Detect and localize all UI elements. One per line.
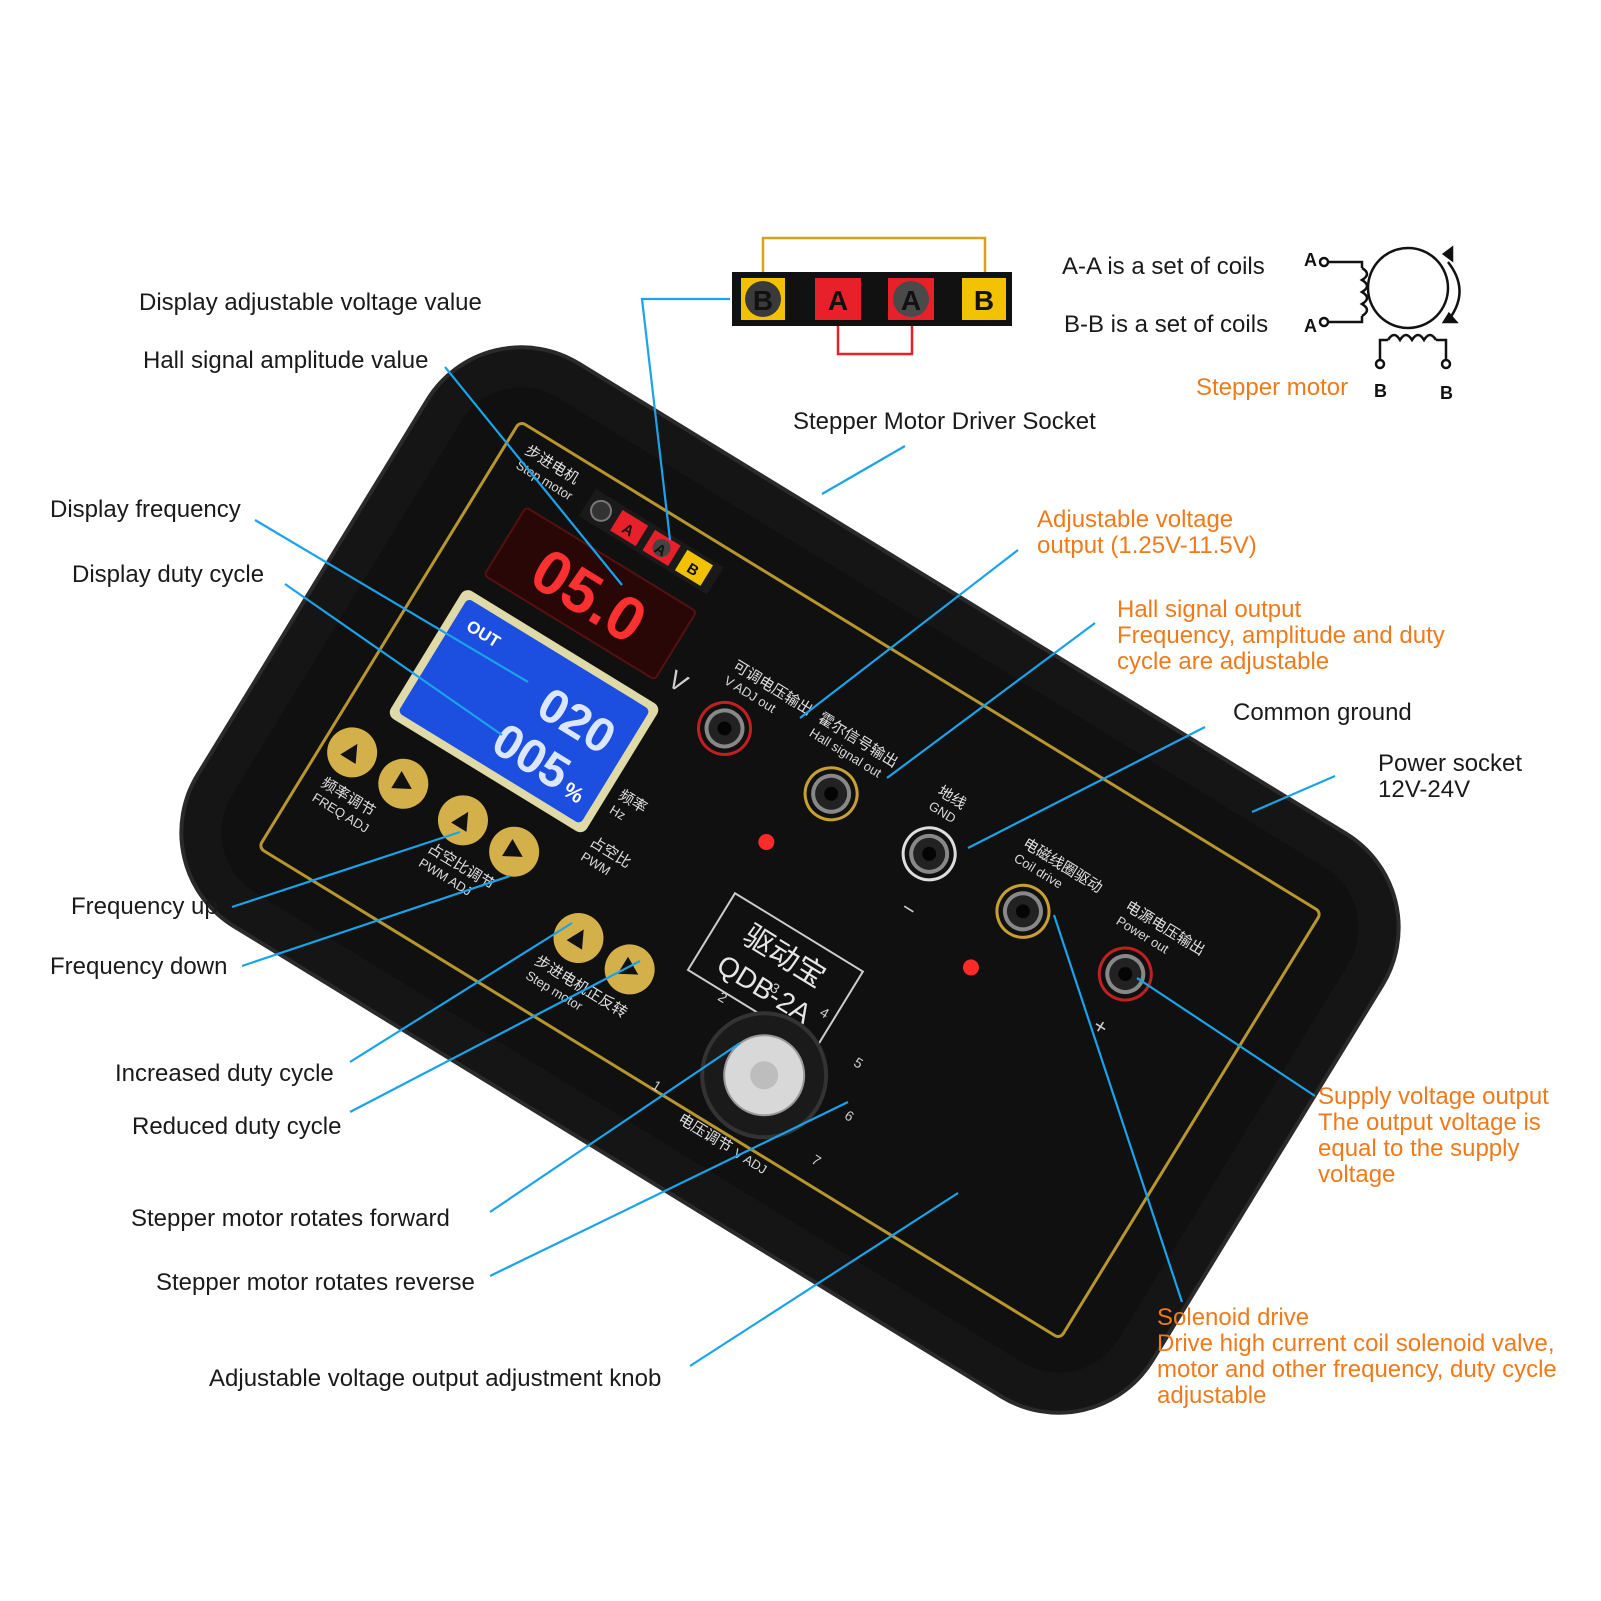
coil-info-aa: A-A is a set of coils xyxy=(1062,253,1265,280)
label-display-duty: Display duty cycle xyxy=(72,561,264,588)
gold-frame xyxy=(259,422,1321,1338)
stepper-motor-caption: Stepper motor xyxy=(1196,374,1348,401)
label-power-socket-1: Power socket xyxy=(1378,750,1522,777)
vadj-socket[interactable] xyxy=(689,693,761,765)
device-terminal-strip: A A B xyxy=(579,488,724,595)
motor-label-a-bottom: A xyxy=(1304,316,1317,336)
duty-up-button[interactable] xyxy=(429,786,498,855)
label-freq-up: Frequency up xyxy=(71,893,218,920)
device-terminal-b1[interactable] xyxy=(587,497,615,525)
hall-socket[interactable] xyxy=(795,758,867,830)
status-led-2 xyxy=(962,959,979,976)
label-display-voltage: Display adjustable voltage value xyxy=(139,289,482,316)
label-solenoid-4: adjustable xyxy=(1157,1382,1266,1409)
coil-socket[interactable] xyxy=(987,876,1059,948)
label-supply-3: equal to the supply xyxy=(1318,1135,1519,1162)
label-hall-amplitude: Hall signal amplitude value xyxy=(143,347,429,374)
duty-down-button[interactable] xyxy=(480,817,549,886)
strip-terminal-a2: A xyxy=(901,285,921,316)
freq-up-button[interactable] xyxy=(318,718,387,787)
label-stepper-reverse: Stepper motor rotates reverse xyxy=(156,1269,475,1296)
power-out-socket[interactable] xyxy=(1090,938,1162,1010)
label-common-ground: Common ground xyxy=(1233,699,1412,726)
label-hall-out-1: Hall signal output xyxy=(1117,596,1301,623)
label-supply-4: voltage xyxy=(1318,1161,1395,1188)
motor-label-b-left: B xyxy=(1374,381,1387,401)
leader-lines xyxy=(231,297,1336,1367)
label-duty-up: Increased duty cycle xyxy=(115,1060,334,1087)
label-solenoid-3: motor and other frequency, duty cycle xyxy=(1157,1356,1557,1383)
coil-info-bb: B-B is a set of coils xyxy=(1064,311,1268,338)
label-power-socket-2: 12V-24V xyxy=(1378,776,1470,803)
label-duty-down: Reduced duty cycle xyxy=(132,1113,341,1140)
label-solenoid-1: Solenoid drive xyxy=(1157,1304,1309,1331)
motor-label-b-right: B xyxy=(1440,383,1453,403)
terminal-strip-diagram: B A A B xyxy=(732,236,1012,356)
voltage-knob[interactable] xyxy=(679,990,850,1161)
motor-label-a-top: A xyxy=(1304,250,1317,270)
label-knob: Adjustable voltage output adjustment kno… xyxy=(209,1365,661,1392)
strip-terminal-b1: B xyxy=(753,285,773,316)
lcd-display: OUT 020 005 % xyxy=(389,590,659,833)
driver-device: 步进电机 Step motor A A B 05.0 V OUT 020 005… xyxy=(179,345,1401,1415)
label-hall-out-3: cycle are adjustable xyxy=(1117,648,1329,675)
label-display-frequency: Display frequency xyxy=(50,496,241,523)
freq-down-button[interactable] xyxy=(369,749,438,818)
status-led-1 xyxy=(758,834,775,851)
gnd-socket[interactable] xyxy=(893,818,965,890)
label-stepper-socket: Stepper Motor Driver Socket xyxy=(793,408,1096,435)
stepper-motor-symbol xyxy=(1318,245,1461,370)
label-supply-2: The output voltage is xyxy=(1318,1109,1541,1136)
label-freq-down: Frequency down xyxy=(50,953,227,980)
label-supply-1: Supply voltage output xyxy=(1318,1083,1549,1110)
label-adj-voltage-2: output (1.25V-11.5V) xyxy=(1037,532,1257,559)
label-hall-out-2: Frequency, amplitude and duty xyxy=(1117,622,1445,649)
strip-terminal-b2: B xyxy=(974,285,994,316)
label-adj-voltage-1: Adjustable voltage xyxy=(1037,506,1233,533)
strip-terminal-a1: A xyxy=(828,285,848,316)
freq-label-en: Hz xyxy=(607,802,628,823)
label-solenoid-2: Drive high current coil solenoid valve, xyxy=(1157,1330,1555,1357)
label-stepper-forward: Stepper motor rotates forward xyxy=(131,1205,450,1232)
